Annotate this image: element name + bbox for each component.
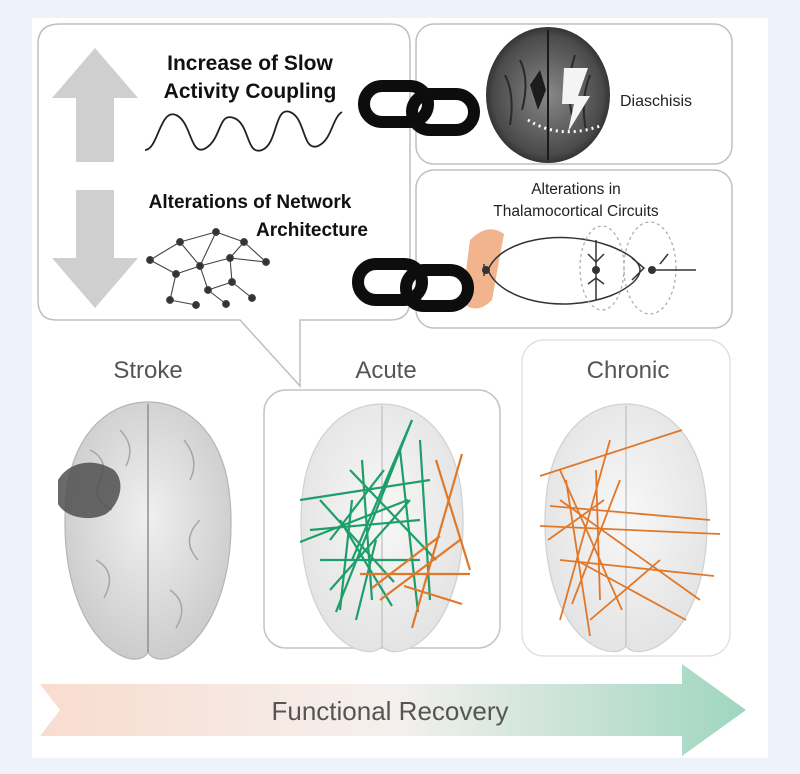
lesion-area [58,462,121,519]
figure-svg: Increase of Slow Activity Coupling Alter… [37,23,746,756]
chronic-connections [539,429,721,637]
top-left-panel: Increase of Slow Activity Coupling Alter… [37,23,411,388]
increase-title-line1: Increase of Slow [167,52,333,75]
alterations-title-line1: Alterations of Network [149,192,352,213]
acute-stage: Acute [263,357,501,653]
thalamo-title-line1: Alterations in [531,181,621,198]
diaschisis-panel: Diaschisis [415,23,733,165]
stage-label-stroke: Stroke [113,357,182,384]
slow-wave-icon [144,110,343,152]
chronic-stage: Chronic [521,339,731,657]
chronic-brain-image [544,403,708,653]
stage-label-chronic: Chronic [587,357,670,384]
panel-callout-border [37,23,411,388]
thalamo-title-line2: Thalamocortical Circuits [493,203,659,220]
chronic-panel-border [521,339,731,657]
figure-canvas: Increase of Slow Activity Coupling Alter… [32,18,768,758]
down-arrow-icon [52,190,138,308]
thalamocortical-panel: Alterations in Thalamocortical Circuits [415,169,733,329]
diaschisis-label: Diaschisis [620,93,692,110]
lesion-bolt-icon [562,68,590,132]
alterations-title-line2: Architecture [256,220,368,241]
chain-link-icon-top [358,80,480,136]
functional-recovery-arrow[interactable]: Functional Recovery [40,664,746,756]
stroke-brain-image [58,401,232,660]
stage-label-acute: Acute [355,357,416,384]
mri-brain-image [486,27,610,163]
recovery-arrow-shape [40,664,746,756]
thalamocortical-panel-border [415,169,733,329]
acute-connections [299,419,472,629]
up-arrow-icon [52,48,138,162]
stroke-stage: Stroke [58,357,232,660]
chain-link-icon-bottom [352,258,474,312]
increase-title-line2: Activity Coupling [164,80,337,103]
recovery-label: Functional Recovery [272,696,509,726]
network-graph-icon [146,228,270,309]
